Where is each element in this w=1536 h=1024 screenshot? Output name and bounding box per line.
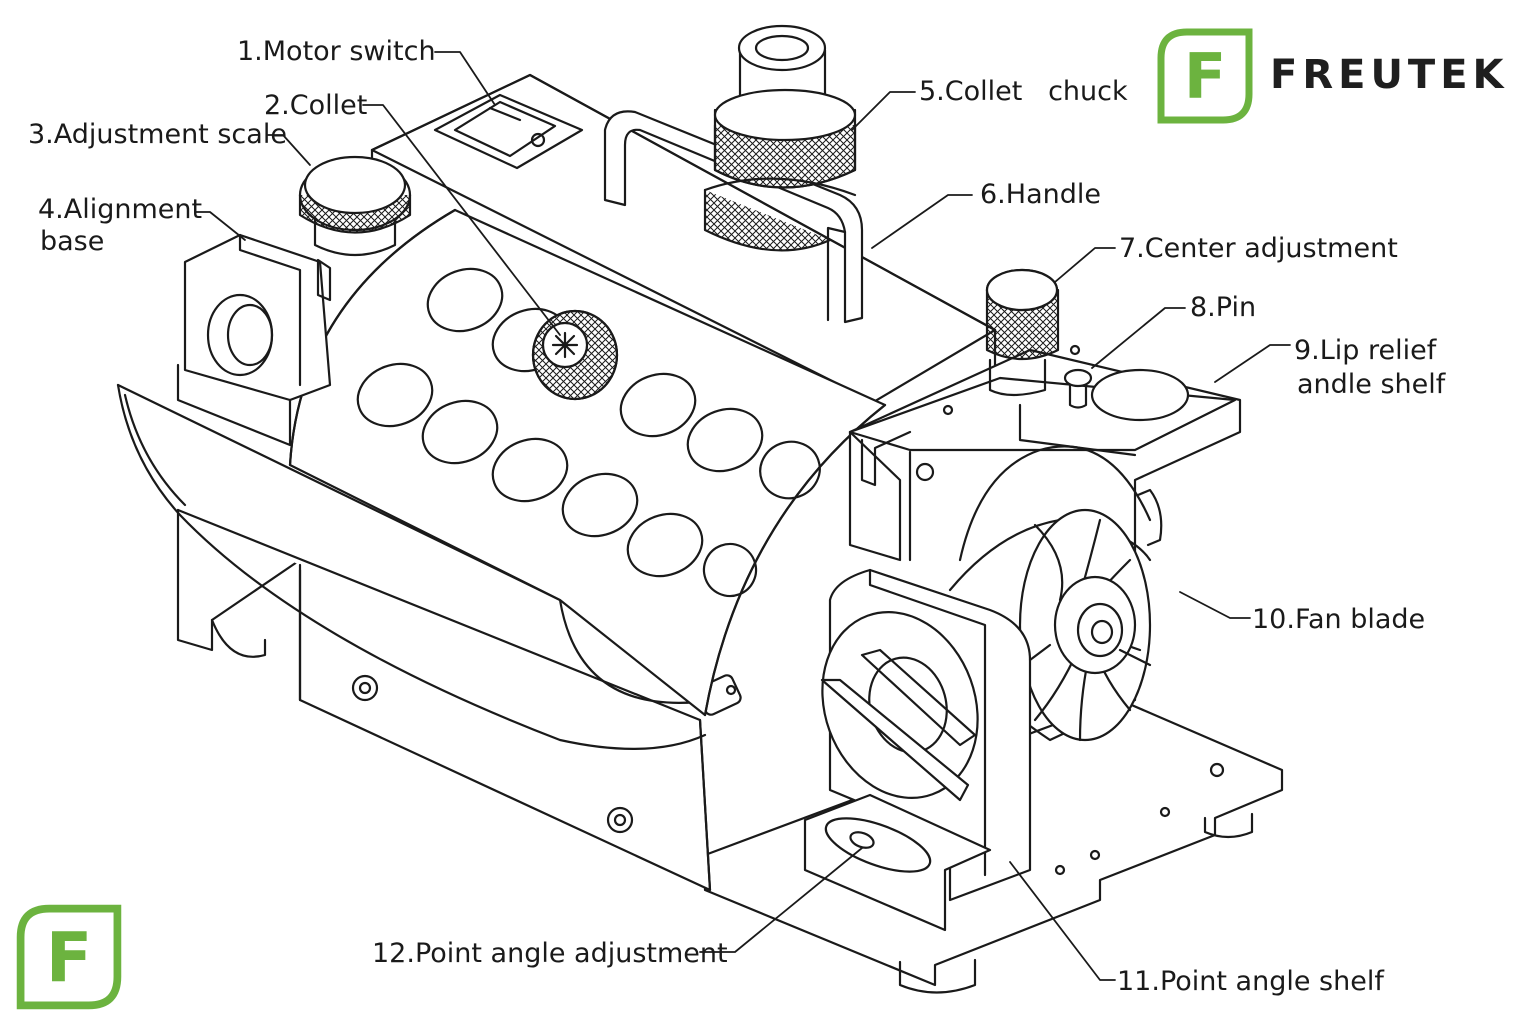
label-alignment-base-line1: 4.Alignment bbox=[38, 194, 203, 225]
label-lip-relief-line1: 9.Lip relief bbox=[1294, 335, 1437, 366]
lip-relief-shelf bbox=[848, 268, 1242, 742]
alignment-base bbox=[176, 233, 332, 447]
label-collet-chuck: 5.Collet chuck bbox=[919, 76, 1128, 107]
label-alignment-base-line2: base bbox=[40, 226, 105, 257]
label-point-angle-adjustment: 12.Point angle adjustment bbox=[372, 938, 728, 969]
fan-blade-assembly bbox=[948, 445, 1163, 742]
label-center-adjustment: 7.Center adjustment bbox=[1119, 233, 1398, 264]
label-fan-blade: 10.Fan blade bbox=[1252, 604, 1426, 635]
label-collet: 2.Collet bbox=[264, 90, 368, 121]
label-motor-switch: 1.Motor switch bbox=[237, 36, 436, 67]
point-angle-shelf bbox=[803, 568, 1052, 932]
lower-housing bbox=[176, 508, 712, 892]
label-handle: 6.Handle bbox=[980, 179, 1101, 210]
label-point-angle-shelf: 11.Point angle shelf bbox=[1117, 966, 1384, 997]
brand-name: FREUTEK bbox=[1270, 52, 1509, 98]
label-adjustment-scale: 3.Adjustment scale bbox=[28, 119, 287, 150]
top-housing bbox=[370, 73, 997, 412]
brand-logo-letter: F bbox=[1184, 40, 1226, 113]
collet-chuck bbox=[703, 24, 857, 252]
label-lip-relief-line2: andle shelf bbox=[1297, 369, 1446, 400]
corner-logo-icon: F bbox=[16, 904, 122, 1010]
leader-lines bbox=[194, 51, 1291, 981]
corner-logo-letter: F bbox=[46, 919, 93, 998]
label-pin: 8.Pin bbox=[1190, 292, 1257, 323]
drum-cover bbox=[288, 208, 887, 717]
adjustment-scale-knob bbox=[298, 155, 412, 257]
brand-logo-icon: F bbox=[1157, 28, 1253, 124]
